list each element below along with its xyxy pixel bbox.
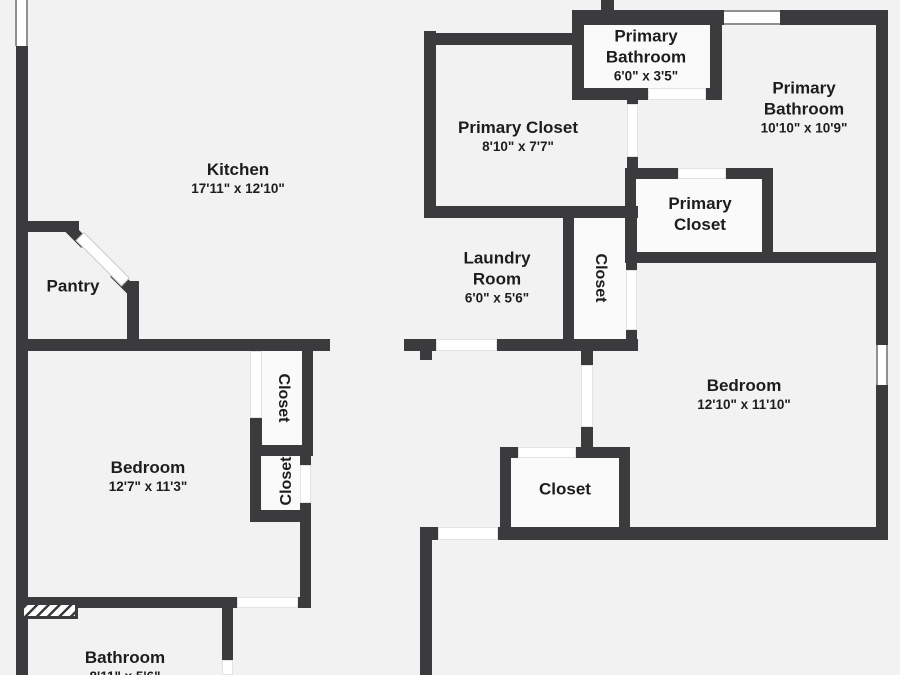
wall (626, 330, 637, 339)
door-opening (222, 660, 233, 675)
wall (404, 339, 436, 351)
door-opening (518, 447, 576, 458)
room-dims: 10'10" x 10'9" (760, 120, 848, 136)
room-label-closet-top-left: Closet (275, 373, 292, 423)
room-label-closet-laundry: Closet (592, 253, 609, 303)
room-name: Primary Bathroom (605, 26, 687, 67)
room-name: Primary Closet (458, 118, 578, 137)
room-dims: 17'11" x 12'10" (191, 181, 285, 196)
wall (625, 168, 678, 179)
wall (576, 447, 630, 458)
wall (619, 447, 630, 540)
door-opening (648, 88, 706, 100)
door-opening (237, 597, 298, 608)
wall (222, 608, 233, 660)
door-opening (436, 339, 497, 351)
room-label-bedroom-right: Bedroom 12'10" x 11'10" (697, 375, 791, 413)
room-name: Pantry (46, 276, 100, 296)
wall (424, 206, 638, 218)
window (876, 345, 888, 385)
window (15, 0, 28, 46)
door-opening (300, 465, 311, 503)
room-fill (574, 218, 626, 339)
wall (581, 427, 593, 447)
room-name: Primary Closet (668, 194, 732, 234)
wall (500, 447, 511, 540)
room-dims: 8'11" x 5'6" (85, 668, 165, 675)
room-label-bathroom: Bathroom 8'11" x 5'6" (85, 647, 165, 675)
wall (726, 168, 773, 179)
room-fill (262, 351, 302, 445)
wall (300, 503, 311, 597)
wall (127, 281, 139, 339)
room-label-primary-bathroom-small: Primary Bathroom 6'0" x 3'5" (592, 26, 700, 85)
window (724, 10, 780, 25)
room-label-pantry: Pantry (47, 276, 100, 297)
door-opening (438, 527, 498, 540)
room-label-bedroom-left: Bedroom 12'7" x 11'3" (109, 457, 188, 495)
room-dims: 12'7" x 11'3" (108, 479, 188, 494)
room-name: Bedroom (706, 376, 782, 395)
wall (581, 351, 593, 365)
wall (250, 510, 311, 522)
room-dims: 6'0" x 5'6" (464, 290, 530, 306)
wall (563, 218, 574, 339)
room-name: Bathroom (84, 648, 166, 667)
wall (710, 10, 722, 100)
wall (876, 10, 888, 345)
wall (601, 0, 614, 11)
wall (302, 339, 313, 445)
room-name: Laundry Room (463, 248, 531, 289)
room-label-primary-bathroom: Primary Bathroom 10'10" x 10'9" (750, 78, 858, 137)
door-opening (250, 351, 262, 418)
wall (780, 10, 888, 25)
wall (876, 385, 888, 540)
wall (498, 527, 888, 540)
room-name: Closet (539, 479, 591, 499)
door-opening (626, 270, 637, 330)
door-opening (627, 104, 638, 157)
room-fill (636, 179, 762, 252)
wall (16, 44, 28, 675)
room-dims: 6'0" x 3'5" (613, 68, 679, 84)
door-opening (678, 168, 726, 179)
wall (424, 31, 436, 218)
wall (424, 33, 578, 45)
wall (16, 339, 330, 351)
room-name: Kitchen (206, 160, 270, 179)
room-label-kitchen: Kitchen 17'11" x 12'10" (191, 159, 285, 197)
wall (626, 218, 637, 270)
room-label-closet-hall: Closet (539, 479, 591, 500)
wall (627, 157, 638, 170)
room-label-closet-bottom-left: Closet (278, 456, 295, 506)
wall (762, 168, 773, 263)
wall (625, 252, 888, 263)
room-dims: 8'10" x 7'7" (482, 139, 554, 154)
wall (16, 597, 237, 608)
wall (627, 88, 638, 104)
wall (298, 597, 311, 608)
room-label-primary-closet: Primary Closet 8'10" x 7'7" (458, 117, 578, 155)
wall (706, 88, 722, 100)
room-name: Primary Bathroom (763, 78, 845, 119)
room-label-laundry-room: Laundry Room 6'0" x 5'6" (450, 248, 545, 307)
room-fill (584, 25, 710, 88)
wall (572, 10, 724, 25)
room-name: Bedroom (110, 458, 186, 477)
room-fill (511, 458, 619, 527)
shower-hatch (21, 602, 78, 619)
wall (250, 456, 261, 510)
wall (250, 418, 262, 445)
door-opening (581, 365, 593, 427)
wall (16, 221, 79, 232)
wall (250, 445, 313, 456)
wall (420, 527, 432, 675)
room-label-primary-closet-2: Primary Closet (653, 193, 748, 235)
room-dims: 12'10" x 11'10" (697, 397, 791, 412)
wall (420, 351, 432, 360)
wall (497, 339, 638, 351)
wall (572, 10, 584, 100)
room-fill (262, 456, 300, 510)
wall (300, 456, 311, 465)
